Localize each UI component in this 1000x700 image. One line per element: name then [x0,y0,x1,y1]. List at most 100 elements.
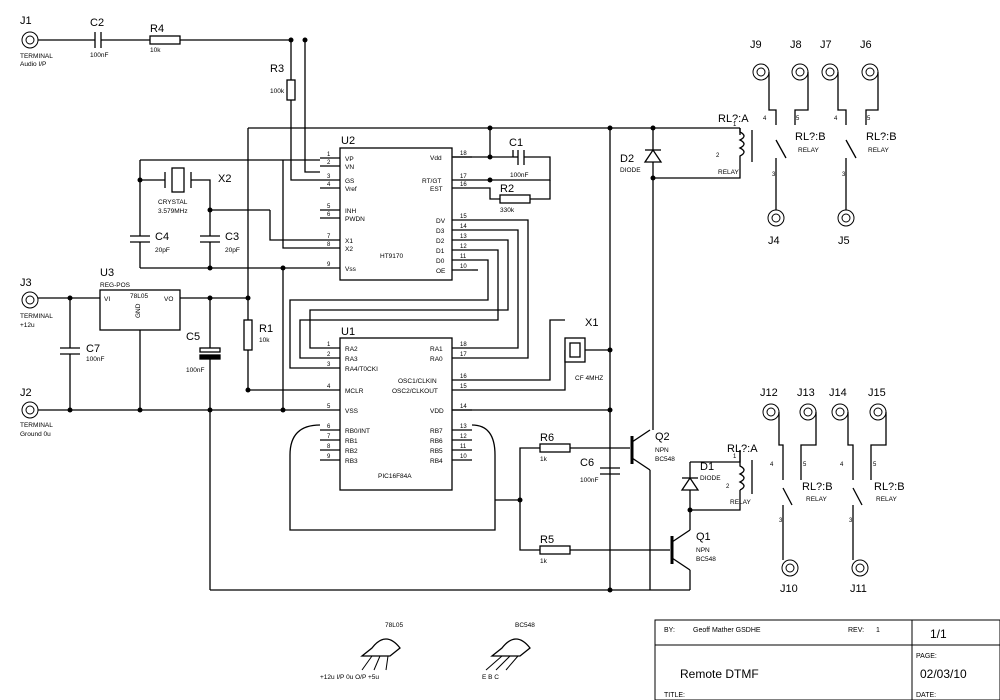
u1-pin-ra0: RA0 [430,356,443,363]
rl2-pin5: 5 [803,462,807,468]
u2-pin-vdd: Vdd [430,155,442,162]
c2-label: C2 [90,17,104,29]
u1-pin-rb4: RB4 [430,458,443,465]
capacitor-c1: C1 100nF [472,137,551,181]
c4-label: C4 [155,231,169,243]
rl2-pin1: 1 [733,454,737,460]
rl1-pin1: 1 [733,122,737,128]
rl2b-pin3: 3 [849,518,853,524]
pinout-bc548-labels: E B C [482,674,499,681]
rl2-pin2: 2 [726,484,730,490]
capacitor-c7: C7 100nF [60,298,104,410]
u1-pin-osc1: OSC1/CLKIN [398,378,437,385]
r2-value: 330k [500,207,515,214]
rl2-b2-label: RL?:B [874,481,905,493]
transistor-q1: Q1 NPN BC548 [670,529,716,571]
u2-pin-est: EST [430,186,443,193]
relay-contacts-top: J9 J8 J7 J6 4 5 3 4 5 3 RL?:B RELAY RL?:… [750,39,897,247]
d2-label: D2 [620,153,634,165]
u2-pin-gs: GS [345,178,355,185]
x1-value: CF 4MHZ [575,375,603,382]
u2-pin-oe: OE [436,268,446,275]
ic-u2: U2 HT9170 VP VN GS Vref INH PWDN X1 X2 V… [320,135,472,281]
rl1b-pin4: 4 [834,116,838,122]
title-block-date-label: DATE: [916,692,936,699]
transistor-q2: Q2 NPN BC548 [630,429,675,471]
u2-pin-x2: X2 [345,246,353,253]
u2-pinnum: 7 [327,234,331,240]
u1-pin-ra3: RA3 [345,356,358,363]
j14-label: J14 [829,387,847,399]
crystal-x2: X2 CRYSTAL 3.579MHz [139,160,231,215]
j13-label: J13 [797,387,815,399]
rl1b-pin3: 3 [842,172,846,178]
u2-pinnum: 12 [460,244,467,250]
rl1-label: RL?:A [718,113,749,125]
q1-type: NPN [696,547,710,554]
x2-label: X2 [218,173,231,185]
rl2-b2-type: RELAY [876,496,897,503]
r3-value: 100k [270,88,285,95]
u1-pinnum: 6 [327,424,331,430]
c1-label: C1 [509,137,523,149]
title-block-page: 1/1 [930,627,947,641]
j3-label: J3 [20,277,32,289]
u2-pin-d2: D2 [436,238,445,245]
rl1-b1-label: RL?:B [795,131,826,143]
u2-pin-d0: D0 [436,258,445,265]
rl2-type: RELAY [730,499,751,506]
j5-label: J5 [838,235,850,247]
u2-pinnum: 2 [327,160,331,166]
u1-pinnum: 5 [327,404,331,410]
u1-pinnum: 13 [460,424,467,430]
j2-value: Ground 0u [20,431,51,438]
r5-label: R5 [540,534,554,546]
c6-label: C6 [580,457,594,469]
c5-label: C5 [186,331,200,343]
r1-label: R1 [259,323,273,335]
j7-label: J7 [820,39,832,51]
j3-value: +12u [20,322,35,329]
u2-pin-vss: Vss [345,266,357,273]
r2-label: R2 [500,183,514,195]
j2-label: J2 [20,387,32,399]
u1-pin-rb2: RB2 [345,448,358,455]
u2-label: U2 [341,135,355,147]
u2-pinnum: 5 [327,204,331,210]
u3-label: U3 [100,267,114,279]
u1-pin-osc2: OSC2/CLKOUT [392,388,438,395]
u1-pin-rb6: RB6 [430,438,443,445]
u1-pin-vss: VSS [345,408,359,415]
capacitor-c4: C4 20pF [130,231,170,268]
pinout-bc548-name: BC548 [515,622,535,629]
relay-rl1-coil: RL?:A RELAY 1 2 [716,113,753,176]
resonator-x1: X1 CF 4MHZ [472,317,610,391]
c7-value: 100nF [86,356,104,363]
j2-type: TERMINAL [20,422,53,429]
pinout-78l05-name: 78L05 [385,622,403,629]
rl1-pin4: 4 [763,116,767,122]
u1-pinnum: 10 [460,454,467,460]
rl2b-pin5: 5 [873,462,877,468]
j15-label: J15 [868,387,886,399]
j10-label: J10 [780,583,798,595]
u1-pin-rb5: RB5 [430,448,443,455]
u1-pin-rb1: RB1 [345,438,358,445]
u1-pinnum: 12 [460,434,467,440]
u2-pinnum: 6 [327,212,331,218]
u1-pin-ra2: RA2 [345,346,358,353]
relay-rl2-coil: RL?:A RELAY 1 2 [726,443,758,506]
r6-value: 1k [540,456,548,463]
u1-pinnum: 8 [327,444,331,450]
terminal-j2: J2 TERMINAL Ground 0u [20,387,53,438]
j9-label: J9 [750,39,762,51]
u2-pinnum: 8 [327,242,331,248]
resistor-r2: R2 330k [472,180,551,214]
u1-pin-mclr: MCLR [345,388,364,395]
capacitor-c2: C2 100nF [38,17,150,59]
u2-pin-vref: Vref [345,186,357,193]
x2-value: 3.579MHz [158,208,188,215]
r6-label: R6 [540,432,554,444]
u2-pin-inh: INH [345,208,357,215]
